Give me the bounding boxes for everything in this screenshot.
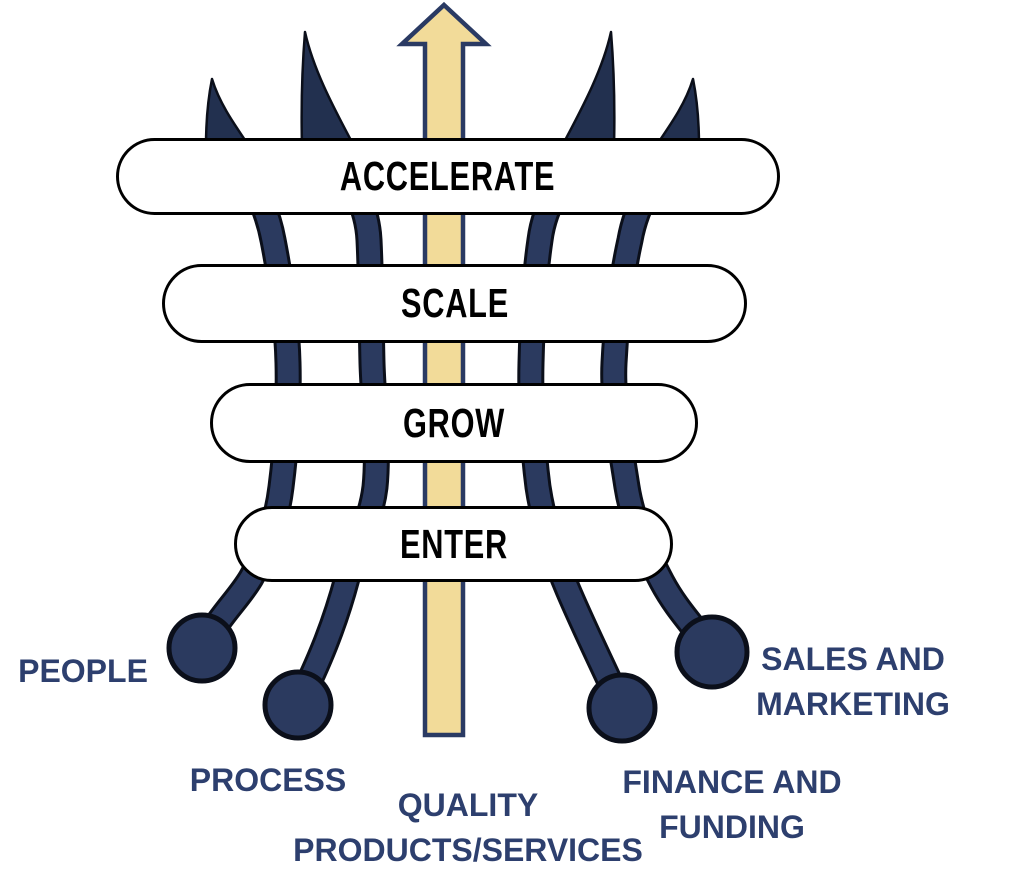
label-sales-and-marketing: SALES AND MARKETING: [756, 637, 950, 727]
label-people-line1: PEOPLE: [18, 653, 148, 689]
label-quality-line1: QUALITY: [397, 787, 539, 823]
strand-process-tip: [300, 30, 356, 148]
label-finance-and-funding: FINANCE AND FUNDING: [622, 760, 841, 850]
label-process-line1: PROCESS: [189, 762, 347, 798]
strand-process-node: [262, 669, 334, 741]
stage-bar-scale: SCALE: [162, 264, 747, 343]
strand-people-node: [166, 612, 238, 684]
label-quality-line2: PRODUCTS/SERVICES: [293, 832, 643, 868]
label-sales-line2: MARKETING: [756, 686, 950, 722]
label-finance-line2: FUNDING: [659, 809, 805, 845]
stage-label-grow: GROW: [402, 399, 506, 446]
strand-sales-node: [674, 614, 750, 690]
label-finance-line1: FINANCE AND: [622, 764, 842, 800]
strand-finance-node: [586, 672, 658, 744]
strand-finance-tip: [560, 30, 616, 148]
strand-sales-tip: [654, 77, 701, 148]
stage-bar-grow: GROW: [210, 383, 698, 463]
stage-bar-accelerate: ACCELERATE: [116, 138, 780, 215]
label-people: PEOPLE: [18, 649, 148, 694]
upward-arrow-icon: [396, 1, 492, 738]
stage-label-enter: ENTER: [399, 520, 508, 567]
stage-bar-enter: ENTER: [234, 506, 673, 582]
label-process: PROCESS: [190, 758, 346, 803]
label-sales-line1: SALES AND: [761, 641, 945, 677]
strand-people-tip: [204, 77, 251, 148]
stage-label-scale: SCALE: [400, 280, 509, 326]
label-quality-products-services: QUALITY PRODUCTS/SERVICES: [293, 783, 643, 873]
stage-label-accelerate: ACCELERATE: [340, 153, 556, 199]
